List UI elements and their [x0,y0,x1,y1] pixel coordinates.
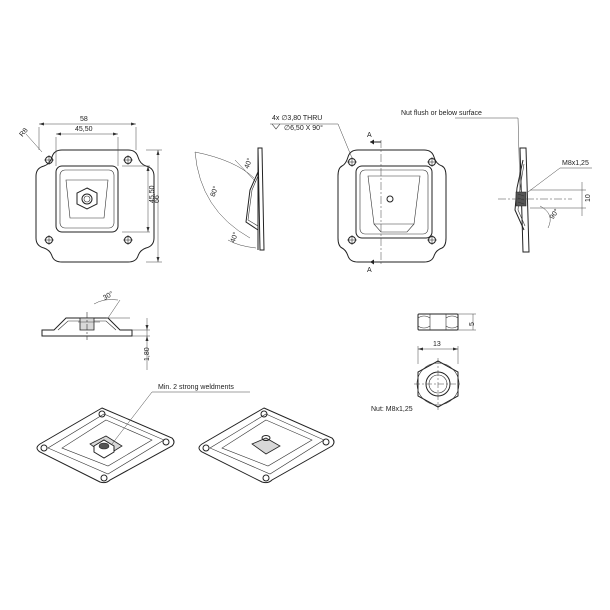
dim-58: 58 [80,116,88,123]
section-label-bottom: A [367,267,372,274]
nut-height-5: 5 [469,322,476,326]
nut-top-view: 13 Nut: M8x1,25 [371,341,462,413]
nut-spec: Nut: M8x1,25 [371,406,413,413]
nut-side-view: 5 [418,314,476,330]
side-view: 40° 80° 40° [195,148,264,250]
front-view: 58 45,50 R8 45,50 66 [18,116,162,262]
holes-callout-line2: ∅6,50 X 90° [284,124,323,132]
dim-r8: R8 [18,127,29,138]
iso-view-plain [199,408,334,483]
weldments-callout: Min. 2 strong weldments [158,384,234,391]
section-front-view: A A 4x ∅3,80 THRU ∅6,50 X 90° [270,115,446,274]
angle-40-bottom: 40° [229,231,240,244]
dim-45-50-vertical: 45,50 [149,185,156,203]
section-view-a-a: Nut flush or below surface M8x1,25 10 90… [401,110,592,252]
holes-callout-line1: 4x ∅3,80 THRU [272,115,322,122]
angle-30: 30° [102,290,115,302]
angle-40-top: 40° [243,157,254,170]
angle-80: 80° [209,185,220,198]
section-label-top: A [367,132,372,139]
thread-callout: M8x1,25 [562,160,589,167]
nut-flush-callout: Nut flush or below surface [401,110,482,117]
side-profile: 30° 1,80 [42,290,151,370]
nut-across-flats-13: 13 [433,341,441,348]
iso-view-with-nut: Min. 2 strong weldments [37,384,250,483]
dim-45-50-horizontal: 45,50 [75,126,93,133]
dim-1-80: 1,80 [144,347,151,361]
dim-66: 66 [154,195,161,203]
hole-dia-10: 10 [585,194,592,202]
